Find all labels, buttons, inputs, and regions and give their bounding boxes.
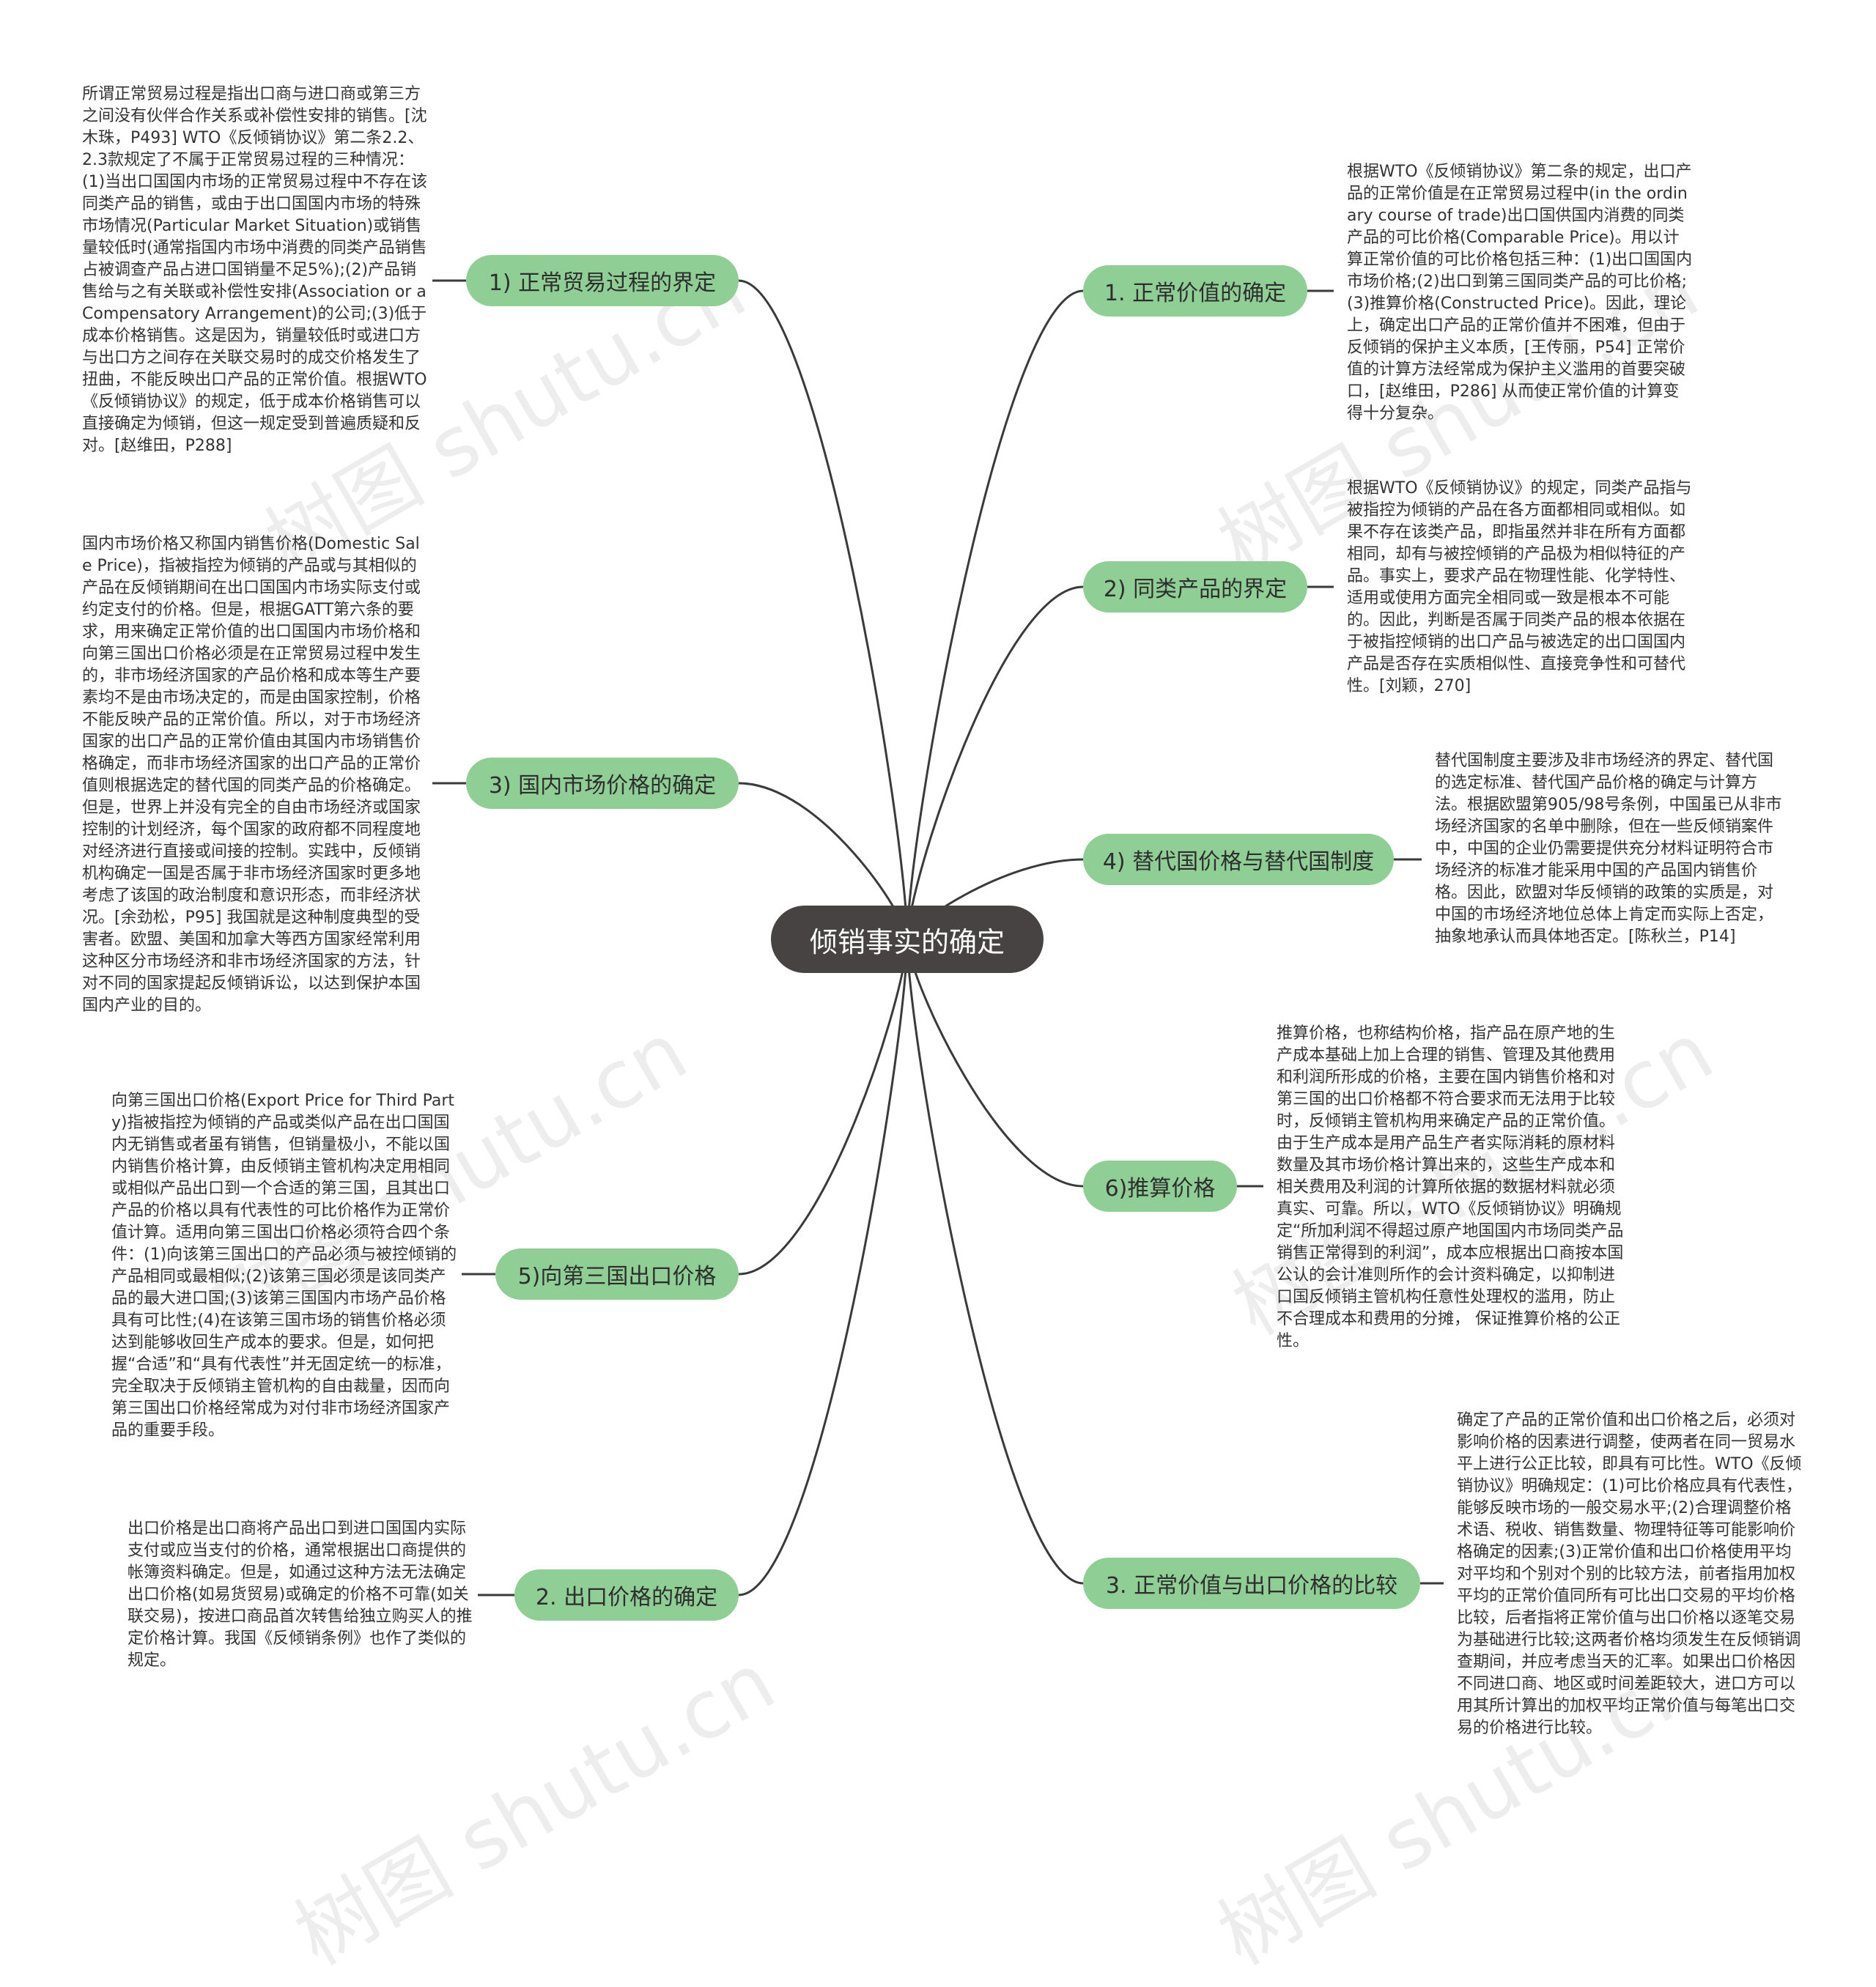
leaf-export-price-text: 出口价格是出口商将产品出口到进口国国内实际支付或应当支付的价格，通常根据出口商提… [128,1520,473,1670]
branch-surrogate-country[interactable]: 4) 替代国价格与替代国制度 [1083,834,1394,885]
branch-normal-trade-course[interactable]: 1) 正常贸易过程的界定 [466,255,739,306]
leaf-normal-value-text: 根据WTO《反倾销协议》第二条的规定，出口产品的正常价值是在正常贸易过程中(in… [1347,163,1693,423]
leaf-surrogate-country-text: 替代国制度主要涉及非市场经济的界定、替代国的选定标准、替代国产品价格的确定与计算… [1435,752,1782,946]
connector-line [738,939,909,1276]
leaf-price-comparison-text: 确定了产品的正常价值和出口价格之后，必须对影响价格的因素进行调整，使两者在同一贸… [1457,1411,1803,1737]
connector-line [906,939,1084,1585]
connector-lines [432,279,1444,1596]
branch-price-comparison[interactable]: 3. 正常价值与出口价格的比较 [1083,1558,1420,1609]
branch-third-country-export-price[interactable]: 5)向第三国出口价格 [495,1248,739,1300]
root-topic[interactable]: 倾销事实的确定 [771,906,1044,973]
branch-constructed-value[interactable]: 6)推算价格 [1083,1161,1237,1212]
connector-line [906,289,1084,940]
branch-like-product[interactable]: 2) 同类产品的界定 [1083,561,1307,613]
connector-line [906,939,1084,1188]
leaf-constructed-value-text: 推算价格，也称结构价格，指产品在原产地的生产成本基础上加上合理的销售、管理及其他… [1277,1024,1624,1350]
connector-line [906,585,1084,940]
connector-line [738,279,909,940]
connector-line [738,939,909,1596]
leaf-like-product-text: 根据WTO《反倾销协议》的规定，同类产品指与被指控为倾销的产品在各方面都相同或相… [1347,479,1692,695]
leaf-normal-trade-course-text: 所谓正常贸易过程是指出口商与进口商或第三方之间没有伙伴合作关系或补偿性安排的销售… [82,85,428,455]
branch-normal-value[interactable]: 1. 正常价值的确定 [1083,265,1307,317]
leaf-third-country-text: 向第三国出口价格(Export Price for Third Party)指被… [111,1092,457,1440]
leaf-domestic-market-price-text: 国内市场价格又称国内销售价格(Domestic Sale Price)，指被指控… [82,535,421,1015]
branch-domestic-market-price[interactable]: 3) 国内市场价格的确定 [466,758,739,809]
branch-export-price[interactable]: 2. 出口价格的确定 [514,1569,739,1621]
